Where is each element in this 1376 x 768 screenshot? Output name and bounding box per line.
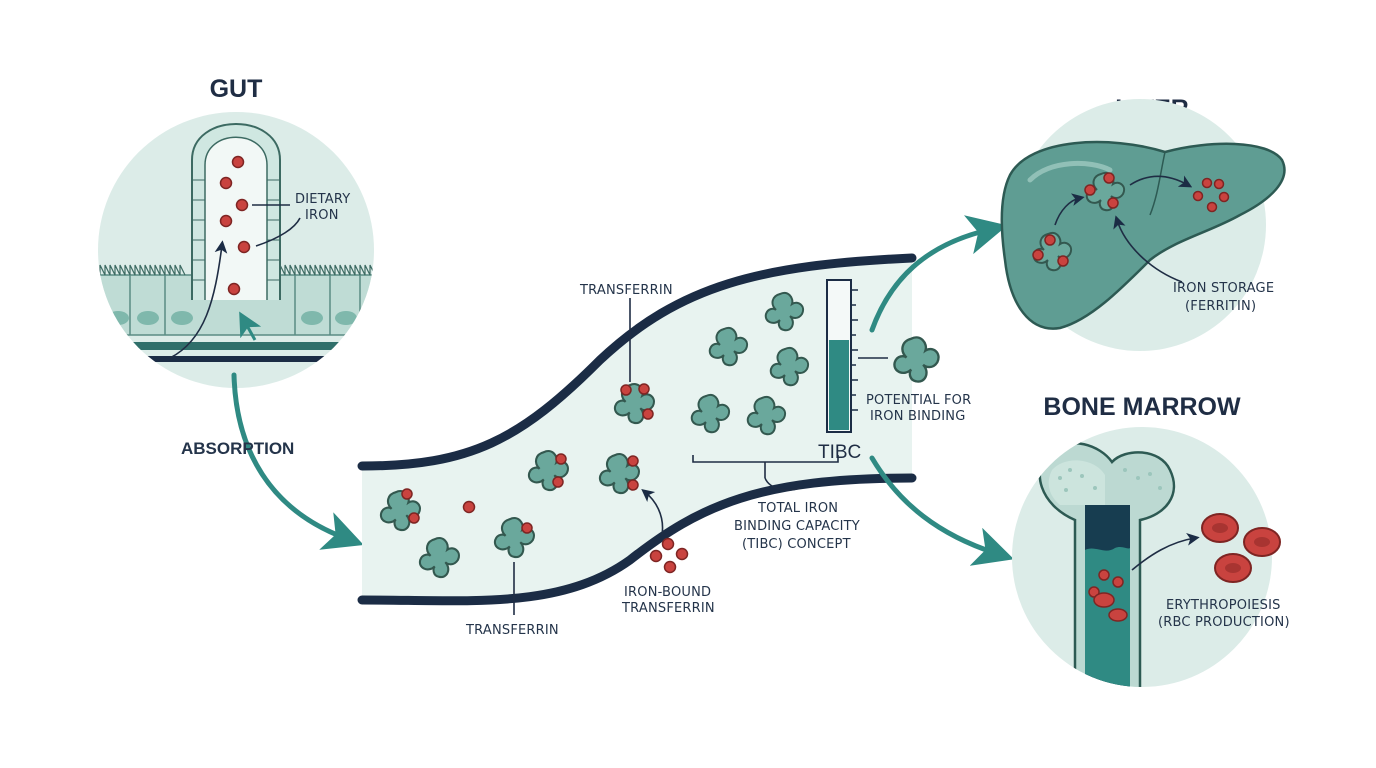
arrow-to-bone-marrow bbox=[869, 455, 1015, 566]
tibc-concept-line1: TOTAL IRON bbox=[757, 501, 838, 516]
tibc-gauge bbox=[826, 279, 858, 433]
tibc-label: TIBC bbox=[818, 442, 861, 463]
iron-bound-transferrin bbox=[527, 450, 569, 492]
dietary-iron-label-line1: DIETARY bbox=[295, 192, 350, 207]
transferrin-top-label: TRANSFERRIN bbox=[579, 283, 673, 298]
absorption-label: ABSORPTION bbox=[181, 439, 294, 458]
erythropoiesis-label-line2: (RBC PRODUCTION) bbox=[1158, 615, 1290, 630]
iron-storage-label-line1: IRON STORAGE bbox=[1173, 281, 1274, 296]
iron-bound-transferrin bbox=[493, 517, 535, 559]
free-iron bbox=[462, 500, 476, 514]
bone-marrow-heading: BONE MARROW bbox=[1043, 393, 1241, 421]
dietary-iron-label-line2: IRON bbox=[305, 208, 339, 223]
liver-organ bbox=[1000, 140, 1286, 330]
liver-panel: LIVER IRON STORAGE (FERRITIN) bbox=[1000, 95, 1286, 351]
bone-cross-section bbox=[1038, 442, 1176, 687]
erythropoiesis-label-line1: ERYTHROPOIESIS bbox=[1166, 598, 1281, 613]
tibc-concept-line2: BINDING CAPACITY bbox=[734, 519, 860, 534]
transferrin-bottom-label: TRANSFERRIN bbox=[465, 623, 559, 638]
tibc-concept-line3: (TIBC) CONCEPT bbox=[742, 537, 851, 552]
iron-bound-transferrin bbox=[379, 488, 421, 532]
arrow-to-liver bbox=[869, 215, 1008, 333]
intestinal-villus bbox=[98, 123, 374, 362]
vessel-upper-wall bbox=[357, 253, 917, 471]
iron-storage-label-line2: (FERRITIN) bbox=[1185, 299, 1256, 314]
gut-heading: GUT bbox=[210, 75, 263, 103]
vessel-lower-wall bbox=[357, 473, 917, 606]
bone-marrow-panel: BONE MARROW ERY bbox=[1012, 393, 1290, 687]
iron-cluster bbox=[649, 537, 689, 574]
potential-label-line1: POTENTIAL FOR bbox=[866, 393, 971, 408]
potential-label-line2: IRON BINDING bbox=[870, 409, 965, 424]
absorption-arrow bbox=[231, 372, 364, 550]
iron-bound-transferrin bbox=[613, 383, 655, 425]
stored-iron-cluster bbox=[1192, 177, 1230, 213]
iron-bound-transferrin bbox=[598, 453, 640, 495]
iron-bound-label-line1: IRON-BOUND bbox=[624, 585, 711, 600]
gut-panel: GUT bbox=[98, 75, 374, 388]
iron-bound-label-line2: TRANSFERRIN bbox=[621, 601, 715, 616]
red-blood-cells bbox=[1201, 513, 1281, 583]
blood-vessel: TIBC bbox=[357, 253, 940, 606]
